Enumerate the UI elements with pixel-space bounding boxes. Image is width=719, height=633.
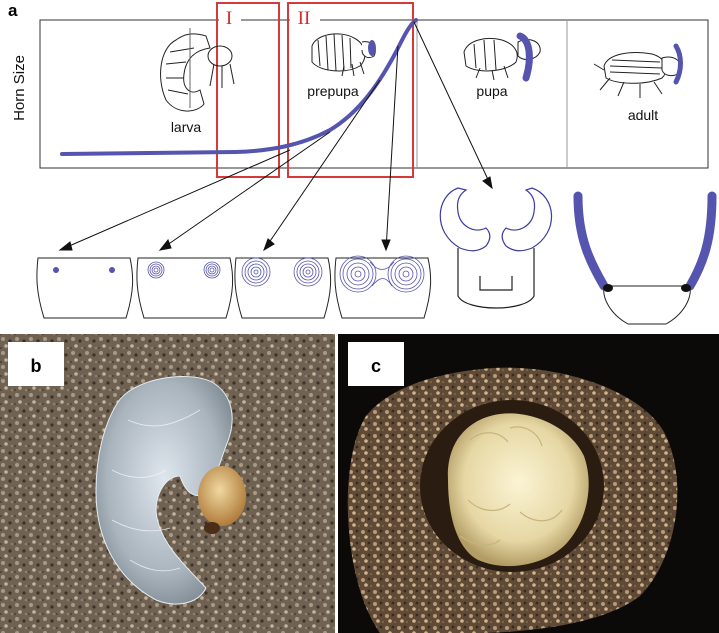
panel-b: b — [0, 334, 335, 633]
larva-tracheae — [111, 409, 201, 572]
stage-arrows — [58, 21, 493, 252]
head-stage-4 — [334, 255, 432, 319]
pupa-appendages — [459, 426, 563, 546]
larva-drawing — [160, 28, 235, 112]
prepupa-horn-anlage — [368, 40, 376, 56]
stage-label-adult: adult — [628, 107, 658, 123]
period-i-label-bg — [219, 6, 241, 30]
stage-label-larva: larva — [171, 119, 202, 135]
prepupa-drawing — [311, 33, 376, 77]
panel-c-letter: c — [371, 356, 381, 376]
head-pupa — [439, 187, 553, 309]
panel-c-letter-box — [348, 342, 404, 386]
y-axis-label: Horn Size — [11, 55, 28, 121]
period-i-label: I — [226, 8, 232, 29]
panel-c: c — [338, 334, 719, 633]
stage-frame — [39, 19, 709, 169]
head-adult — [573, 191, 717, 325]
period-box-ii — [287, 2, 414, 178]
adult-drawing — [593, 52, 682, 98]
panel-a-letter: a — [8, 1, 18, 20]
period-ii-label: II — [298, 8, 311, 29]
adult-horn — [673, 43, 683, 85]
pupa-horn — [516, 32, 533, 82]
panel-a: a Horn Size I II larva prepupa — [8, 1, 717, 325]
head-stage-3 — [234, 257, 332, 319]
head-stage-1 — [36, 257, 134, 319]
larva-head-capsule — [198, 466, 246, 526]
stage-label-prepupa: prepupa — [307, 83, 359, 99]
period-ii-label-bg — [290, 6, 320, 30]
larva-body — [95, 376, 233, 605]
period-box-i — [216, 2, 280, 178]
head-stage-2 — [136, 257, 234, 319]
panel-b-letter-box — [8, 342, 64, 386]
horn-growth-curve — [60, 18, 418, 156]
stage-label-pupa: pupa — [476, 83, 507, 99]
pupa-body — [447, 413, 589, 567]
larva-mandibles — [204, 522, 220, 534]
panel-b-letter: b — [31, 356, 42, 376]
